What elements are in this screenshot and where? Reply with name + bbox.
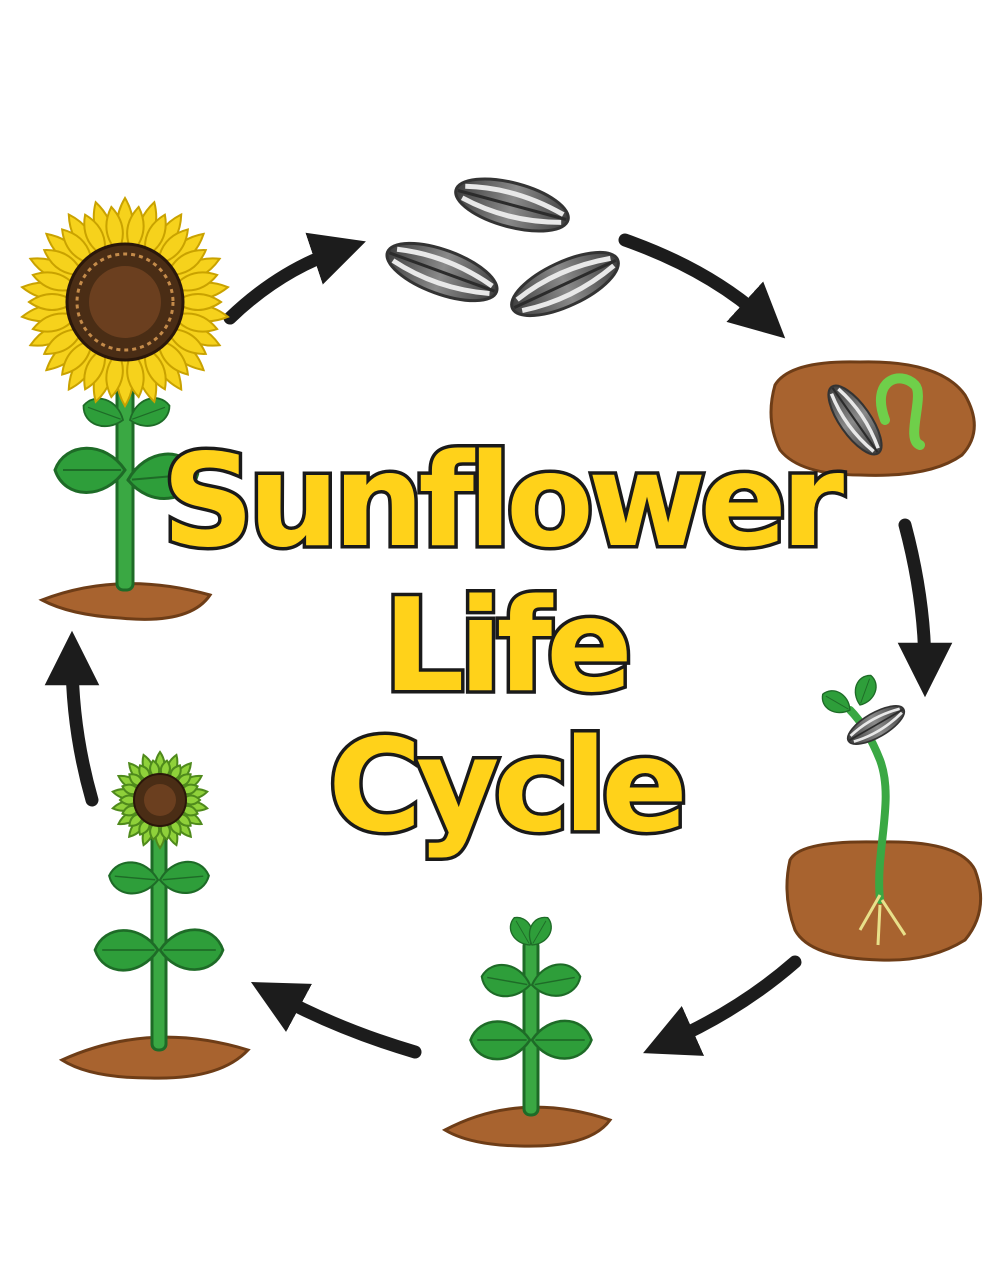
petal xyxy=(171,312,219,333)
petal xyxy=(83,345,107,391)
petal xyxy=(31,271,79,292)
petal xyxy=(42,328,85,355)
petal xyxy=(83,213,107,259)
petal xyxy=(156,338,190,376)
petal xyxy=(42,249,85,276)
petal xyxy=(143,213,167,259)
petal xyxy=(31,312,79,333)
petal xyxy=(143,345,167,391)
seedling-icon xyxy=(785,671,983,962)
arrow-seedling-to-young-plant xyxy=(643,955,802,1056)
petal xyxy=(105,349,124,399)
diagram-title: Sunflower Life Cycle xyxy=(158,424,853,865)
petal xyxy=(105,205,124,255)
petal xyxy=(60,338,94,376)
petal xyxy=(171,271,219,292)
petal xyxy=(165,328,208,355)
arrow-budding-to-flower xyxy=(44,630,100,807)
petal xyxy=(165,249,208,276)
arrow-flower-to-seeds xyxy=(223,232,366,325)
petal xyxy=(156,228,190,266)
title-line-3: Cycle xyxy=(328,712,682,861)
petal xyxy=(173,293,223,311)
young-plant-icon xyxy=(441,911,613,1148)
petal xyxy=(126,349,145,399)
petal xyxy=(126,205,145,255)
cycle-arrows xyxy=(44,232,953,1059)
arrow-germination-to-seedling xyxy=(897,518,953,698)
budding-plant-icon xyxy=(58,750,251,1080)
seed-icon xyxy=(380,169,627,329)
title-line-2: Life xyxy=(383,572,627,721)
petal xyxy=(60,228,94,266)
sunflower-icon xyxy=(20,196,230,621)
sprouting-seed-icon xyxy=(769,360,976,477)
arrow-seeds-to-germination xyxy=(618,233,786,339)
arrow-young-plant-to-budding xyxy=(250,982,422,1059)
petal xyxy=(27,293,77,311)
title-line-1: Sunflower xyxy=(162,427,844,576)
